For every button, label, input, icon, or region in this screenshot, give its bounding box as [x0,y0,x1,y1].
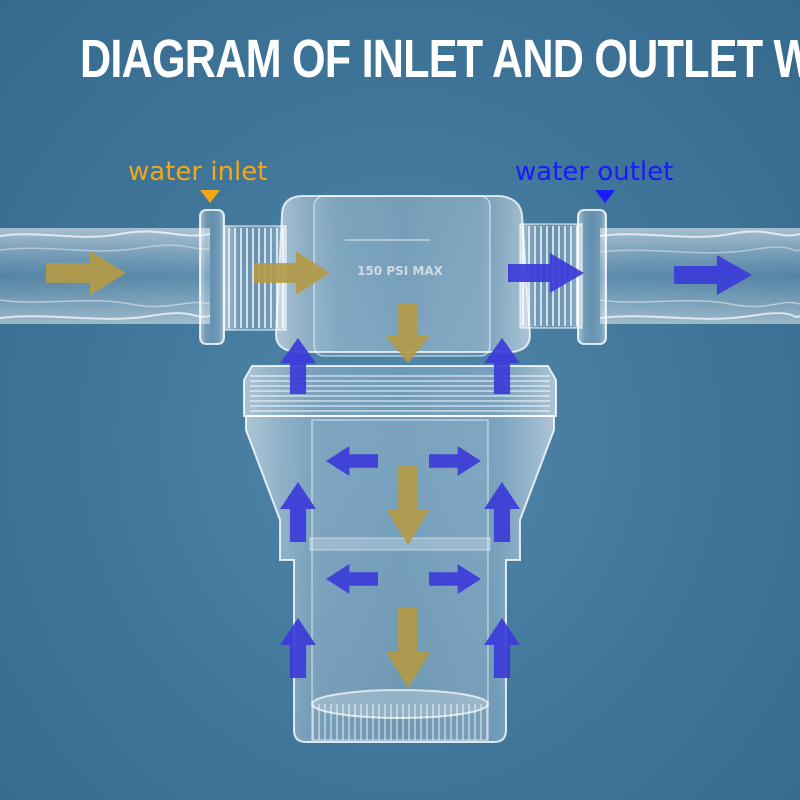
inlet-arrow-icon [386,608,430,688]
outlet-arrow-icon [280,482,316,542]
outlet-arrow-icon [508,253,584,293]
flow-arrows [46,251,752,688]
inlet-arrow-icon [386,303,430,363]
water-outlet-label: water outlet [515,157,674,187]
outlet-arrow-icon [674,255,752,295]
filter-head [274,195,532,357]
inlet-arrow-icon [46,251,126,295]
outlet-arrow-icon [280,618,316,678]
filter-bowl [245,415,555,743]
outlet-arrow-icon [484,618,520,678]
outlet-arrow-icon [326,446,378,476]
outlet-pointer-icon [595,190,615,203]
page-title: DIAGRAM OF INLET AND OUTLET WATER [80,29,800,89]
housing-marking: 150 PSI MAX [357,264,444,278]
outlet-arrow-icon [484,338,520,394]
outlet-arrow-icon [429,564,481,594]
inlet-pointer-icon [200,190,220,203]
outlet-arrow-icon [484,482,520,542]
inlet-arrow-icon [386,465,430,545]
inlet-arrow-icon [254,251,330,295]
outlet-arrow-icon [280,338,316,394]
water-inlet-label: water inlet [128,157,268,187]
outlet-arrow-icon [326,564,378,594]
outlet-arrow-icon [429,446,481,476]
